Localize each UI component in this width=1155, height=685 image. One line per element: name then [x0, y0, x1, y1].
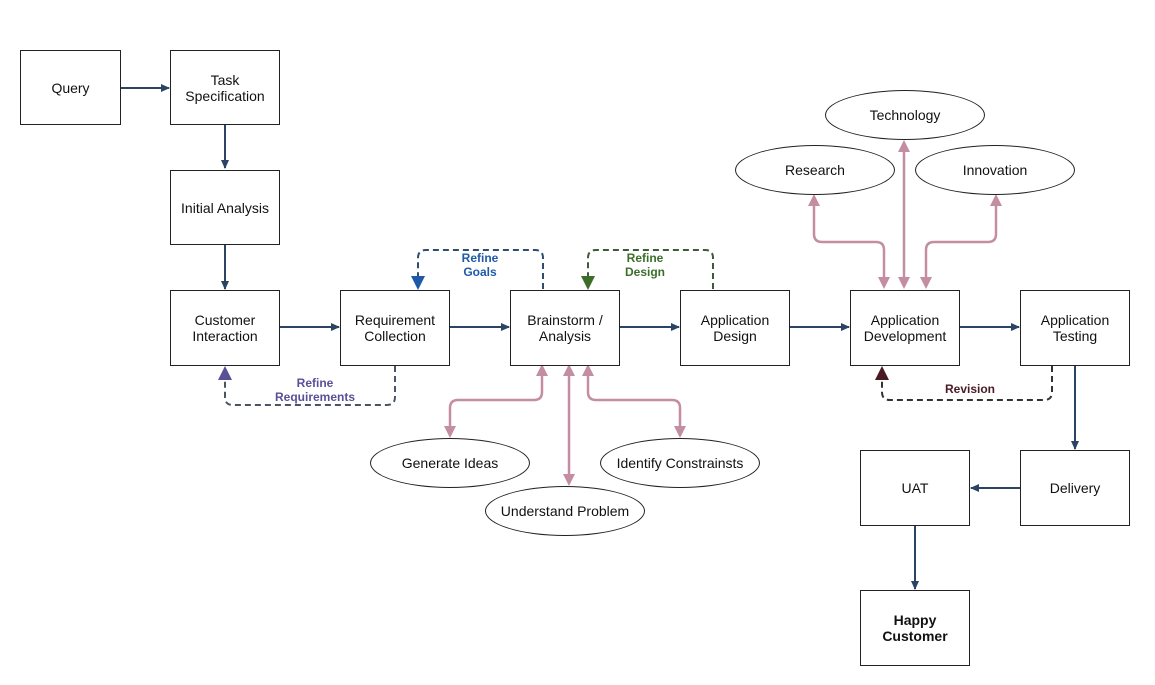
loop-refine-design	[587, 249, 714, 289]
label-refine-requirements: Refine Requirements	[274, 376, 356, 404]
ellipse-innovation: Innovation	[915, 145, 1075, 195]
main-flow-arrows	[121, 84, 1079, 590]
ellipse-generate-ideas: Generate Ideas	[370, 438, 530, 488]
connector-development-research	[812, 200, 886, 283]
ellipse-identify-constraints: Identify Constrainsts	[600, 438, 760, 488]
ellipse-understand-problem: Understand Problem	[485, 486, 645, 536]
node-customer-interaction: Customer Interaction	[170, 290, 280, 366]
feedback-loops	[224, 249, 1053, 406]
connector-brainstorm-generate-ideas	[448, 372, 544, 432]
label-revision: Revision	[944, 382, 995, 396]
node-brainstorm-analysis-label: Brainstorm / Analysis	[527, 312, 603, 344]
node-application-testing-label: Application Testing	[1040, 312, 1110, 344]
loop-arrowheads	[218, 276, 889, 380]
node-application-design: Application Design	[680, 290, 790, 366]
connector-development-innovation	[924, 200, 998, 283]
node-uat: UAT	[860, 450, 970, 526]
node-application-testing: Application Testing	[1020, 290, 1130, 366]
node-happy-customer-label: Happy Customer	[882, 612, 948, 644]
ellipse-research-label: Research	[785, 162, 845, 178]
pink-arrowheads	[444, 140, 1002, 486]
ellipse-generate-ideas-label: Generate Ideas	[401, 455, 499, 471]
loop-refine-requirements	[224, 366, 396, 406]
node-task-specification-label: Task Specification	[185, 71, 265, 104]
node-requirement-collection: Requirement Collection	[340, 290, 450, 366]
pink-connectors	[448, 146, 998, 480]
node-task-specification: Task Specification	[170, 50, 280, 125]
node-application-development-label: Application Development	[863, 312, 947, 344]
ellipse-technology: Technology	[825, 90, 985, 140]
node-brainstorm-analysis: Brainstorm / Analysis	[510, 290, 620, 366]
label-refine-goals: Refine Goals	[461, 251, 499, 279]
node-delivery-label: Delivery	[1049, 480, 1101, 496]
ellipse-research: Research	[735, 145, 895, 195]
loop-revision	[881, 366, 1053, 401]
node-application-design-label: Application Design	[700, 312, 770, 344]
connector-brainstorm-constraints	[586, 372, 682, 432]
node-query: Query	[20, 50, 121, 125]
ellipse-identify-constraints-label: Identify Constrainsts	[616, 455, 744, 471]
ellipse-understand-problem-label: Understand Problem	[500, 503, 630, 519]
node-customer-interaction-label: Customer Interaction	[192, 312, 258, 344]
node-initial-analysis: Initial Analysis	[170, 170, 280, 245]
ellipse-innovation-label: Innovation	[962, 162, 1028, 178]
ellipse-technology-label: Technology	[869, 107, 941, 123]
node-query-label: Query	[51, 79, 90, 96]
node-happy-customer: Happy Customer	[860, 590, 970, 666]
node-uat-label: UAT	[901, 480, 929, 496]
node-delivery: Delivery	[1020, 450, 1130, 526]
node-initial-analysis-label: Initial Analysis	[181, 199, 269, 216]
loop-refine-goals	[417, 249, 544, 289]
node-application-development: Application Development	[850, 290, 960, 366]
node-requirement-collection-label: Requirement Collection	[354, 312, 436, 344]
label-refine-design: Refine Design	[624, 251, 665, 279]
